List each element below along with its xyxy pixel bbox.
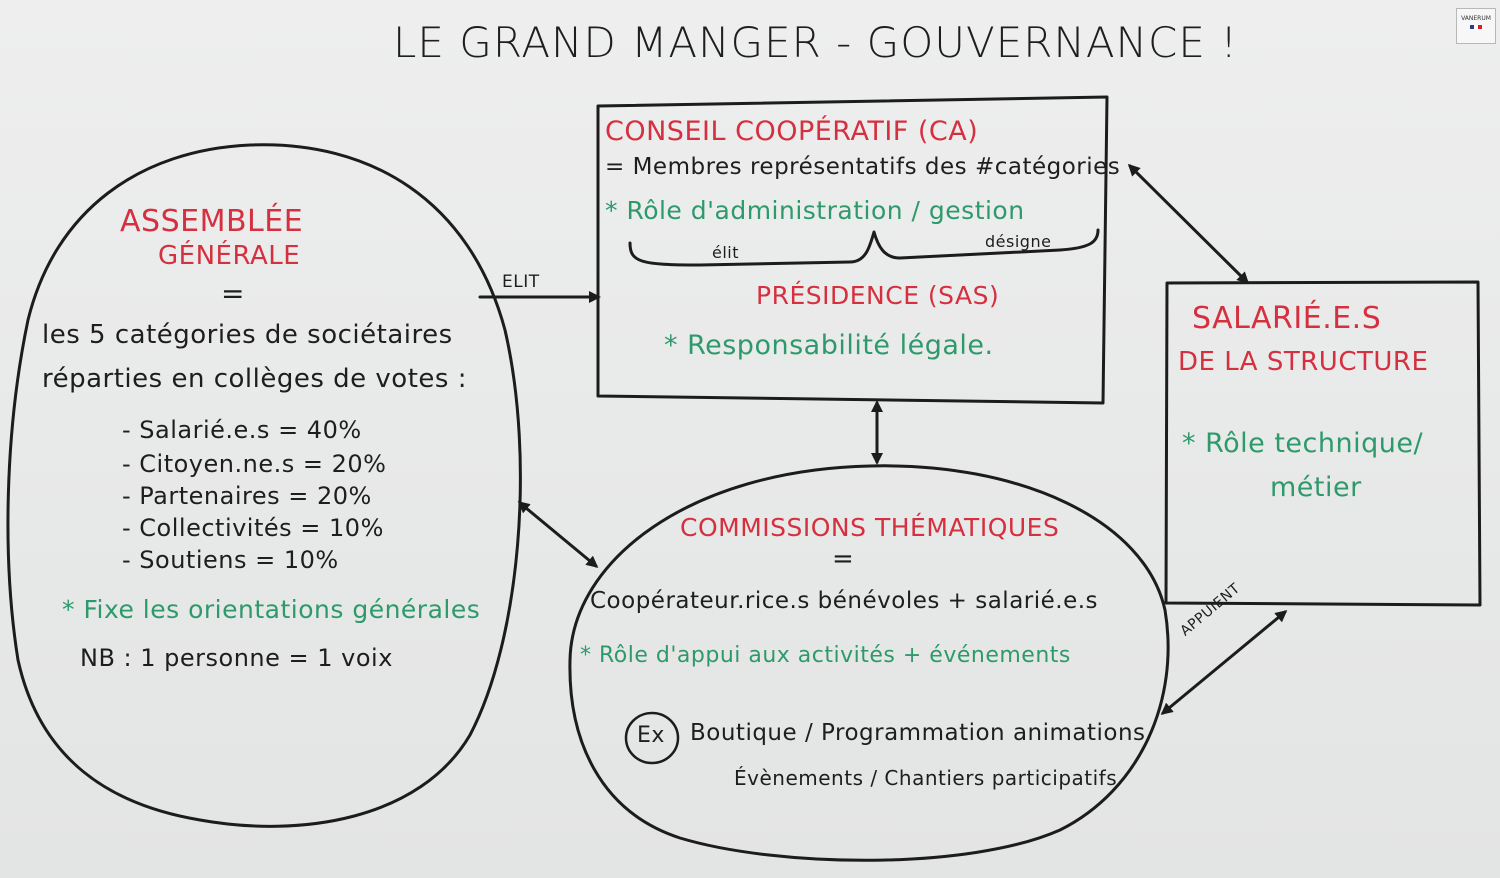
brand-name: VANERUM xyxy=(1461,15,1491,22)
assemblee-heading-1: ASSEMBLÉE xyxy=(120,204,304,239)
salaries-role-2: métier xyxy=(1270,472,1362,503)
conseil-salaries-arrow xyxy=(1127,163,1250,285)
salaries-heading-2: DE LA STRUCTURE xyxy=(1178,347,1429,377)
commissions-ellipse xyxy=(568,464,1170,862)
assemblee-ellipse xyxy=(6,143,522,828)
assemblee-desc-1: les 5 catégories de sociétaires xyxy=(42,320,453,350)
commissions-role: * Rôle d'appui aux activités + événement… xyxy=(580,643,1071,668)
conseil-role: * Rôle d'administration / gestion xyxy=(605,196,1025,225)
college-item: - Collectivités = 10% xyxy=(122,514,384,542)
commissions-examples-1: Boutique / Programmation animations xyxy=(690,720,1146,746)
assemblee-equals: = xyxy=(221,277,245,310)
elit-label: ELIT xyxy=(502,272,540,292)
salaries-heading-1: SALARIÉ.E.S xyxy=(1192,301,1382,336)
commissions-members: Coopérateur.rice.s bénévoles + salarié.e… xyxy=(590,588,1099,614)
commissions-heading: COMMISSIONS THÉMATIQUES xyxy=(680,513,1060,542)
commissions-examples-2: Évènements / Chantiers participatifs xyxy=(734,766,1118,790)
presidence-heading: PRÉSIDENCE (SAS) xyxy=(756,281,1000,310)
ex-badge: Ex xyxy=(637,723,665,748)
ag-commissions-arrow xyxy=(517,501,599,568)
college-item: - Partenaires = 20% xyxy=(122,482,372,510)
conseil-members: = Membres représentatifs des #catégories xyxy=(605,154,1121,180)
assemblee-role: * Fixe les orientations générales xyxy=(62,595,481,624)
assemblee-desc-2: réparties en collèges de votes : xyxy=(42,364,467,394)
board-title: LE GRAND MANGER - GOUVERNANCE ! xyxy=(393,18,1239,67)
presidence-role: * Responsabilité légale. xyxy=(664,330,994,361)
college-item: - Salarié.e.s = 40% xyxy=(122,416,362,444)
brace-label-elit: élit xyxy=(712,243,740,262)
assemblee-heading-2: GÉNÉRALE xyxy=(158,241,301,271)
assemblee-note: NB : 1 personne = 1 voix xyxy=(80,644,393,672)
appuient-arrow xyxy=(1160,610,1288,715)
flag-icon xyxy=(1470,25,1482,30)
role-brace xyxy=(628,228,1100,267)
salaries-role-1: * Rôle technique/ xyxy=(1182,428,1424,459)
commissions-equals: = xyxy=(832,544,855,574)
college-item: - Soutiens = 10% xyxy=(122,546,339,574)
salaries-box xyxy=(1164,280,1482,607)
brand-sticker: VANERUM xyxy=(1456,8,1496,44)
college-item: - Citoyen.ne.s = 20% xyxy=(122,450,387,478)
ex-circle xyxy=(624,711,680,765)
brace-label-designe: désigne xyxy=(985,232,1052,251)
conseil-heading: CONSEIL COOPÉRATIF (CA) xyxy=(605,116,979,147)
